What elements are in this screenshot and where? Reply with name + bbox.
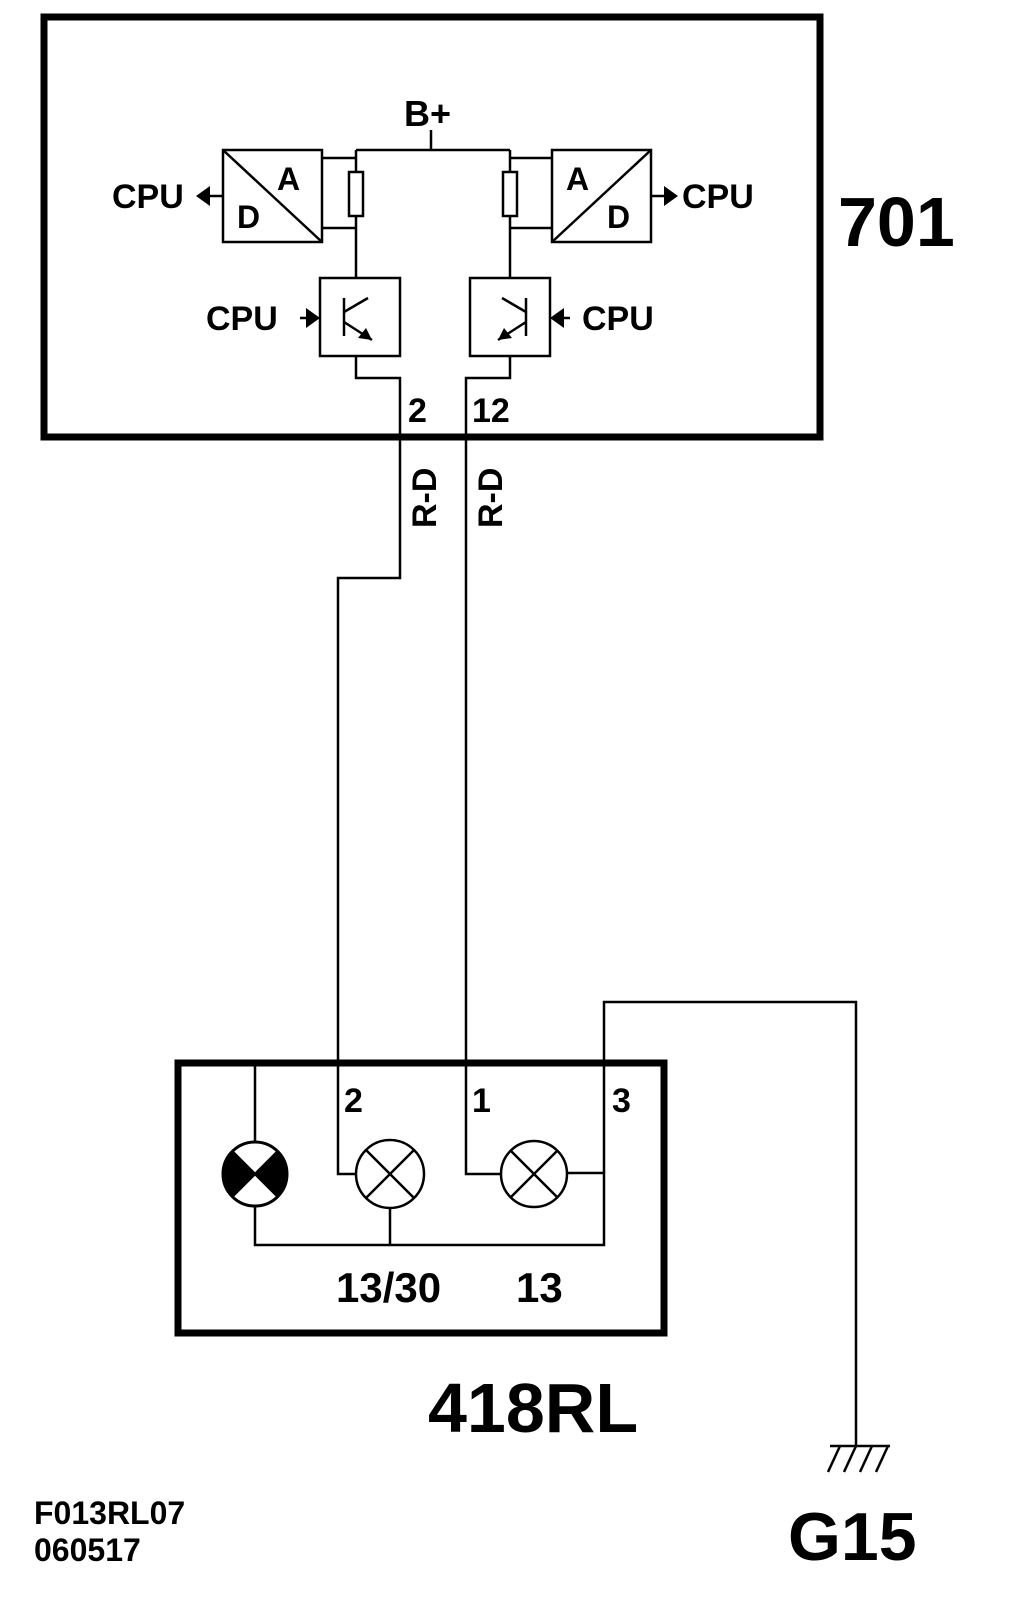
ecu-pin-2: 2	[408, 392, 427, 430]
cpu-label-left-bottom: CPU	[206, 300, 278, 338]
ecu-id-label: 701	[838, 183, 955, 261]
lamp-unit: 2 1 3 13/30 13	[174, 1059, 668, 1337]
cpu-label-right-bottom: CPU	[582, 300, 654, 338]
ecu-housing	[40, 13, 824, 441]
arrow-right-in-icon	[550, 308, 564, 328]
indicator-lamp-icon	[221, 1140, 289, 1208]
svg-text:D: D	[237, 199, 260, 235]
ecu-pin-12: 12	[472, 392, 510, 430]
lamp-unit-id-label: 418RL	[428, 1369, 638, 1447]
wire-color-right: R-D	[472, 468, 510, 528]
ecu-module: B+ A D CPU A D C	[40, 13, 824, 441]
date-code: 060517	[34, 1532, 141, 1568]
circuit-label-13: 13	[516, 1264, 563, 1311]
svg-text:A: A	[566, 161, 589, 197]
circuit-label-13-30: 13/30	[336, 1264, 441, 1311]
adc-right: A D	[550, 148, 653, 244]
svg-text:D: D	[607, 199, 630, 235]
supply-label: B+	[404, 93, 451, 134]
wire-left	[336, 437, 402, 1062]
arrow-left-out-icon	[196, 186, 210, 206]
arrow-right-out-icon	[664, 186, 678, 206]
drawing-code: F013RL07	[34, 1495, 185, 1531]
wire-color-left: R-D	[406, 468, 444, 528]
svg-text:A: A	[277, 161, 300, 197]
wire-ground	[602, 1000, 858, 1446]
harness-wires: R-D R-D	[336, 437, 858, 1446]
lamp-unit-housing	[174, 1059, 668, 1337]
ground-symbol-icon	[826, 1444, 890, 1473]
bulb-left-icon	[354, 1138, 426, 1210]
resistor-left	[347, 170, 365, 218]
lamp-pin-3: 3	[612, 1082, 631, 1120]
resistor-right	[501, 170, 519, 218]
lamp-pin-2: 2	[344, 1082, 363, 1120]
arrow-left-in-icon	[306, 308, 320, 328]
adc-left: A D	[221, 148, 324, 244]
bulb-right-icon	[499, 1139, 569, 1209]
transistor-left	[318, 276, 402, 358]
transistor-right	[468, 276, 552, 358]
cpu-label-left-top: CPU	[112, 178, 184, 216]
ground-id-label: G15	[788, 1499, 917, 1575]
cpu-label-right-top: CPU	[682, 178, 754, 216]
lamp-pin-1: 1	[472, 1082, 491, 1120]
